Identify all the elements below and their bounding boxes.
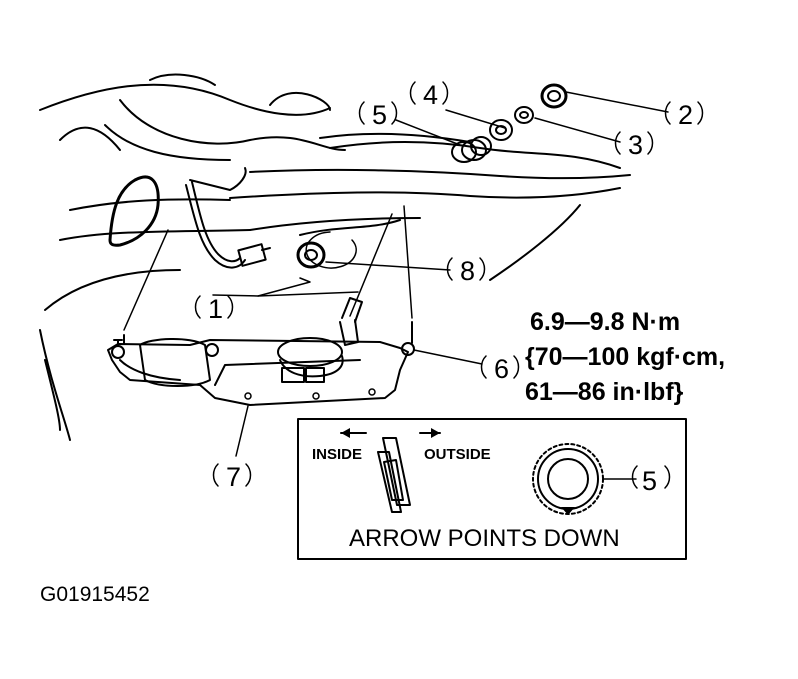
outside-label: OUTSIDE bbox=[424, 446, 491, 463]
leader-lines bbox=[212, 91, 669, 457]
inset-caption: ARROW POINTS DOWN bbox=[349, 525, 620, 552]
grommet-outer-ring bbox=[532, 443, 604, 515]
wiper-motor-assembly bbox=[107, 297, 415, 406]
callout-2: 2 bbox=[678, 100, 693, 130]
callout-1: 1 bbox=[208, 294, 223, 324]
inset-detail-box: INSIDE OUTSIDE 5 ARROW POINTS DOWN bbox=[297, 418, 687, 560]
inset-callout-5: 5 bbox=[642, 466, 657, 496]
torque-spec-line-2: {70—100 kgf·cm, bbox=[525, 343, 725, 371]
callout-6: 6 bbox=[494, 354, 509, 384]
callout-labels: 1 2 3 4 5 6 7 8 bbox=[208, 80, 693, 492]
callout-4: 4 bbox=[423, 80, 438, 110]
liftgate-body-outline bbox=[39, 73, 631, 441]
wiring-harness bbox=[108, 167, 271, 269]
callout-brackets bbox=[194, 81, 704, 487]
callout-8: 8 bbox=[460, 256, 475, 286]
arrow-down-icon bbox=[561, 507, 575, 515]
figure-code: G01915452 bbox=[40, 583, 150, 606]
callout-7: 7 bbox=[226, 462, 241, 492]
guide-lines bbox=[123, 205, 413, 331]
torque-spec-line-1: 6.9—9.8 N·m bbox=[530, 308, 680, 336]
callout-5: 5 bbox=[372, 100, 387, 130]
torque-spec-line-3: 61—86 in·lbf} bbox=[525, 378, 684, 406]
torque-spec: 6.9—9.8 N·m {70—100 kgf·cm, 61—86 in·lbf… bbox=[525, 308, 725, 406]
inside-label: INSIDE bbox=[312, 446, 362, 463]
pivot-parts-stack bbox=[296, 83, 568, 269]
callout-3: 3 bbox=[628, 130, 643, 160]
